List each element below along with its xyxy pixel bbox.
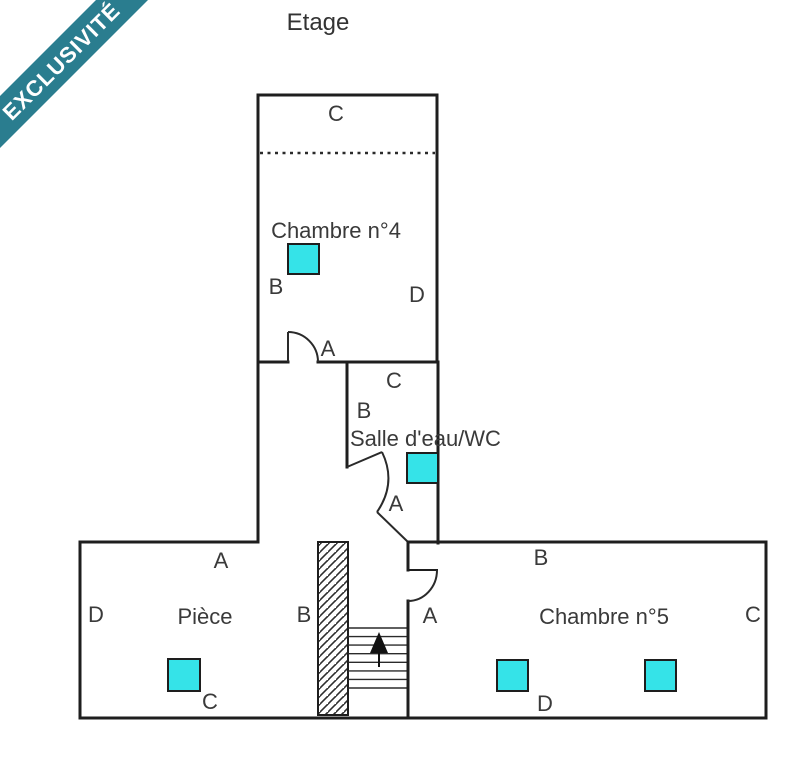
piece-label-right: B <box>297 602 312 627</box>
chambre4-room-name: Chambre n°4 <box>271 218 401 243</box>
salle-eau-label-top: C <box>386 368 402 393</box>
chambre4-label-right: D <box>409 282 425 307</box>
chambre4-walls <box>256 93 439 364</box>
room-salle-eau-wc: C B Salle d'eau/WC A <box>345 360 501 545</box>
chambre4-marker <box>287 243 320 275</box>
banner-ribbon <box>0 0 148 148</box>
salle-eau-label-left: B <box>357 398 372 423</box>
floor-title: Etage <box>287 9 350 36</box>
chambre5-label-left: A <box>423 603 438 628</box>
salle-eau-marker <box>406 452 439 484</box>
exclusivity-banner: EXCLUSIVITÉ <box>0 0 148 148</box>
salle-eau-room-name: Salle d'eau/WC <box>350 426 501 451</box>
bottom-wing-outline <box>78 540 768 720</box>
stair-door-leaf <box>376 511 409 543</box>
room-chambre-4: C Chambre n°4 B D A <box>256 93 439 364</box>
chambre5-marker-1 <box>496 659 529 692</box>
piece-label-bottom: C <box>202 689 218 714</box>
room-chambre-5: B A Chambre n°5 C D <box>407 545 761 716</box>
stairwell <box>317 541 410 720</box>
chambre5-label-top: B <box>534 545 549 570</box>
salle-eau-door-arc <box>376 451 390 513</box>
chambre5-label-right: C <box>745 602 761 627</box>
salle-eau-door-leaf <box>346 451 383 468</box>
chambre4-label-door: A <box>321 336 336 361</box>
bottom-wing-walls <box>78 540 768 720</box>
piece-label-left: D <box>88 602 104 627</box>
chambre5-marker-2 <box>644 659 677 692</box>
banner-label: EXCLUSIVITÉ <box>0 0 125 125</box>
arrow-up-icon <box>370 632 388 653</box>
chambre5-door-arc <box>407 569 438 602</box>
stair-shaft-hatched <box>317 541 349 716</box>
piece-label-top: A <box>214 548 229 573</box>
stair-direction-arrow <box>370 632 388 667</box>
chambre4-label-left: B <box>269 274 284 299</box>
chambre5-label-bottom: D <box>537 691 553 716</box>
piece-marker <box>167 658 201 692</box>
chambre4-door-arc <box>287 331 319 363</box>
chambre4-label-top: C <box>328 101 344 126</box>
piece-room-name: Pièce <box>177 604 232 629</box>
room-piece: A D Pièce B C <box>88 548 311 714</box>
chambre5-room-name: Chambre n°5 <box>539 604 669 629</box>
salle-eau-label-door: A <box>389 491 404 516</box>
